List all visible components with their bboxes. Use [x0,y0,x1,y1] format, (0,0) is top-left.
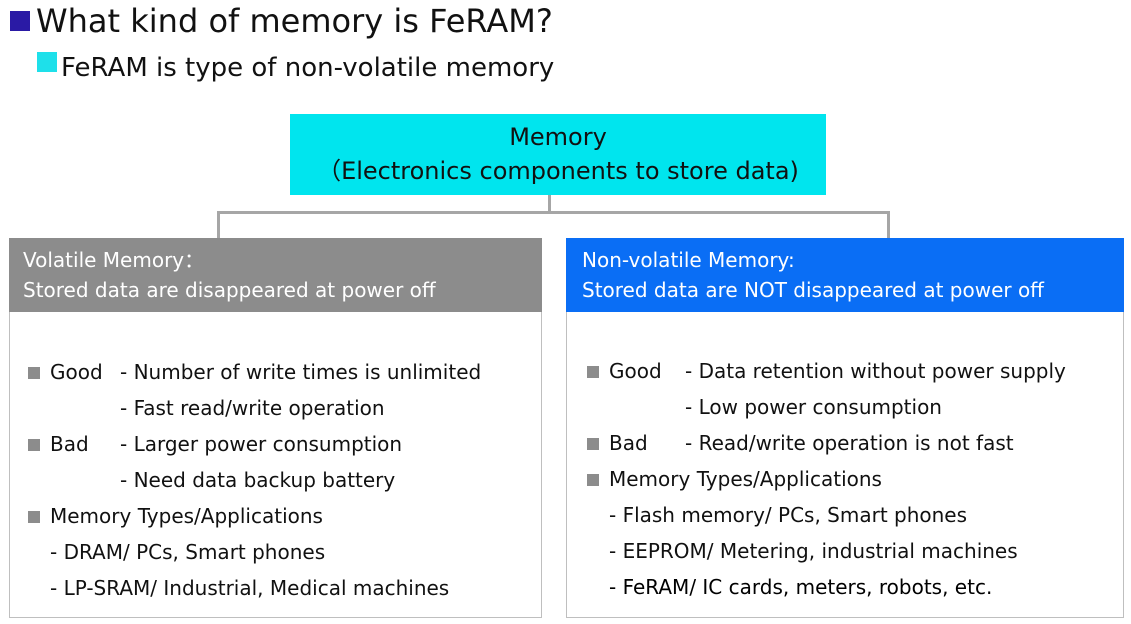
connector-horizontal [217,211,890,214]
types-bullet-square [587,474,599,486]
good-bullet-square [28,367,40,379]
volatile-header-description: Stored data are disappeared at power off [23,278,436,302]
nonvolatile-header-title: Non-volatile Memory: [582,248,795,272]
nonvolatile-header-description: Stored data are NOT disappeared at power… [582,278,1044,302]
volatile-header-title: Volatile Memory： [23,248,205,272]
nonvolatile-memory-panel: Non-volatile Memory: Stored data are NOT… [566,238,1124,618]
good-bullet-square [587,366,599,378]
memory-box: Memory （Electronics components to store … [290,114,826,195]
subtitle-bullet-square [37,52,57,72]
title-bullet-square [10,11,30,31]
nonvolatile-type-item: - Flash memory/ PCs, Smart phones [609,503,968,527]
page-title: What kind of memory is FeRAM? [36,2,553,40]
volatile-good-item: - Fast read/write operation [120,396,385,420]
volatile-type-item: - LP-SRAM/ Industrial, Medical machines [50,576,450,600]
volatile-bad-item: - Need data backup battery [120,468,396,492]
bad-bullet-square [28,439,40,451]
nonvolatile-bad-label: Bad [609,431,648,455]
nonvolatile-memory-header: Non-volatile Memory: Stored data are NOT… [566,238,1124,312]
volatile-type-item: - DRAM/ PCs, Smart phones [50,540,326,564]
types-bullet-square [28,511,40,523]
nonvolatile-good-item: - Low power consumption [685,395,942,419]
connector-right-drop [887,211,890,239]
volatile-memory-panel: Volatile Memory： Stored data are disappe… [9,238,542,618]
volatile-good-item: - Number of write times is unlimited [120,360,482,384]
volatile-bad-label: Bad [50,432,89,456]
connector-left-drop [217,211,220,239]
volatile-bad-item: - Larger power consumption [120,432,403,456]
connector-stem [548,195,551,213]
nonvolatile-types-label: Memory Types/Applications [609,467,882,491]
nonvolatile-bad-item: - Read/write operation is not fast [685,431,1014,455]
nonvolatile-good-item: - Data retention without power supply [685,359,1066,383]
volatile-types-label: Memory Types/Applications [50,504,323,528]
page-subtitle: FeRAM is type of non-volatile memory [61,53,555,83]
nonvolatile-good-label: Good [609,359,662,383]
volatile-good-label: Good [50,360,103,384]
memory-box-title: Memory [509,123,607,151]
nonvolatile-type-item-feram: - FeRAM/ IC cards, meters, robots, etc. [609,575,993,599]
volatile-memory-header: Volatile Memory： Stored data are disappe… [9,238,542,312]
memory-box-description: （Electronics components to store data) [317,157,799,185]
bad-bullet-square [587,438,599,450]
nonvolatile-type-item: - EEPROM/ Metering, industrial machines [609,539,1018,563]
